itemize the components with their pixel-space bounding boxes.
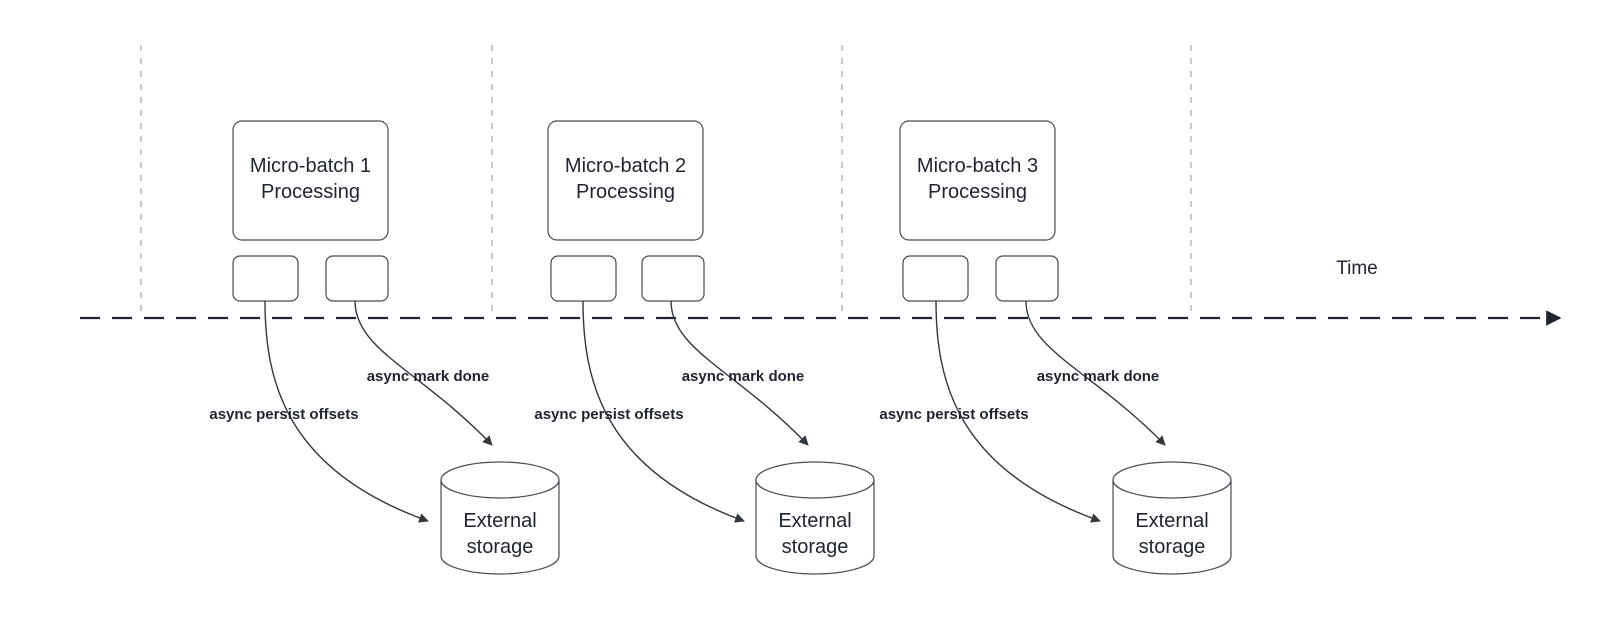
mark-done-3-arrow	[1025, 300, 1166, 446]
batch-2-task-a-box[interactable]	[550, 255, 617, 302]
micro-batch-3-label-line2: Processing	[928, 181, 1027, 203]
external-storage-1-label-line2: storage	[467, 536, 534, 558]
batch-1-task-a-box[interactable]	[232, 255, 299, 302]
mark-done-2-label: async mark done	[682, 368, 805, 385]
external-storage-2-label-line2: storage	[782, 536, 849, 558]
persist-offsets-2-label: async persist offsets	[534, 406, 683, 423]
external-storage-2-body	[755, 479, 875, 575]
external-storage-3-label-line2: storage	[1139, 536, 1206, 558]
persist-offsets-3-arrow	[935, 300, 1101, 523]
micro-batch-1-label-line2: Processing	[261, 181, 360, 203]
batch-3-task-b-box[interactable]	[995, 255, 1059, 302]
external-storage-2-top	[755, 461, 875, 499]
micro-batch-3-label-line1: Micro-batch 3	[917, 155, 1038, 177]
micro-batch-2-label-line2: Processing	[576, 181, 675, 203]
mark-done-1-arrow	[354, 300, 493, 446]
micro-batch-2-box[interactable]	[547, 120, 704, 241]
micro-batch-1-label-line1: Micro-batch 1	[250, 155, 371, 177]
micro-batch-1-box[interactable]	[232, 120, 389, 241]
micro-batch-3-group: Micro-batch 3 Processing async persist o…	[879, 120, 1232, 575]
persist-offsets-3-label: async persist offsets	[879, 406, 1028, 423]
persist-offsets-2-arrow	[582, 300, 745, 523]
batch-3-task-a-box[interactable]	[902, 255, 969, 302]
external-storage-3-top	[1112, 461, 1232, 499]
micro-batch-2-label-line1: Micro-batch 2	[565, 155, 686, 177]
mark-done-1-label: async mark done	[367, 368, 490, 385]
external-storage-3-body	[1112, 479, 1232, 575]
batch-2-task-b-box[interactable]	[641, 255, 705, 302]
external-storage-1-body	[440, 479, 560, 575]
external-storage-1-top	[440, 461, 560, 499]
micro-batch-2-group: Micro-batch 2 Processing async persist o…	[534, 120, 875, 575]
external-storage-2[interactable]: External storage	[755, 461, 875, 575]
mark-done-3-label: async mark done	[1037, 368, 1160, 385]
micro-batch-1-group: Micro-batch 1 Processing async persist o…	[209, 120, 560, 575]
external-storage-1-label-line1: External	[463, 510, 536, 532]
batch-1-task-b-box[interactable]	[325, 255, 389, 302]
micro-batch-3-box[interactable]	[899, 120, 1056, 241]
mark-done-2-arrow	[670, 300, 809, 446]
persist-offsets-1-arrow	[264, 300, 429, 523]
external-storage-3[interactable]: External storage	[1112, 461, 1232, 575]
external-storage-1[interactable]: External storage	[440, 461, 560, 575]
time-axis: Time	[80, 258, 1562, 326]
persist-offsets-1-label: async persist offsets	[209, 406, 358, 423]
time-axis-label: Time	[1336, 258, 1378, 279]
external-storage-3-label-line1: External	[1135, 510, 1208, 532]
external-storage-2-label-line1: External	[778, 510, 851, 532]
